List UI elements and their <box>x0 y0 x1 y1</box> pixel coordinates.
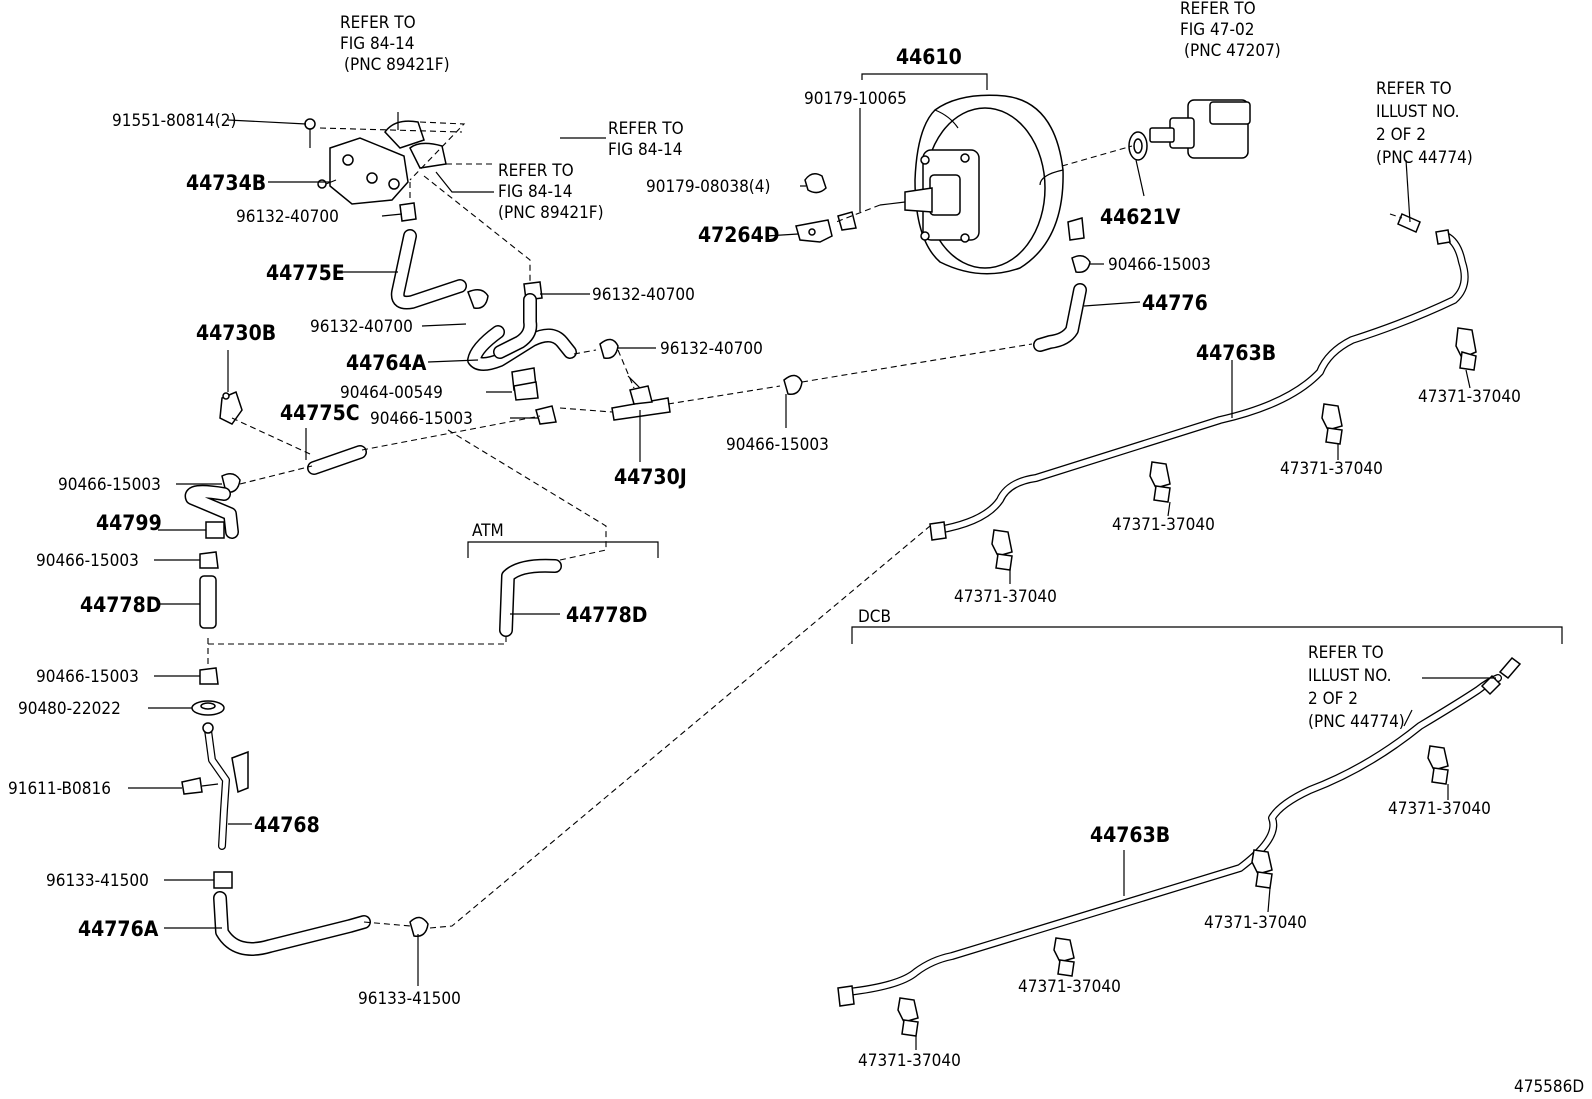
label-44730j: 44730J <box>614 465 687 489</box>
label-44763b-b: 44763B <box>1090 823 1170 847</box>
label-90466-15003-e: 90466-15003 <box>36 551 139 571</box>
label-96133-41500-b: 96133-41500 <box>358 989 461 1009</box>
label-47371-37040-g: 47371-37040 <box>1018 977 1121 997</box>
label-96132-40700-a: 96132-40700 <box>236 207 339 227</box>
label-90480-22022: 90480-22022 <box>18 699 121 719</box>
pipe-44763b-top <box>929 212 1469 541</box>
label-90466-15003-c: 90466-15003 <box>726 435 829 455</box>
label-96133-41500-a: 96133-41500 <box>46 871 149 891</box>
pipe-44763b-dcb <box>837 656 1522 1007</box>
label-44775e: 44775E <box>266 261 345 285</box>
label-47371-37040-b: 47371-37040 <box>1280 459 1383 479</box>
connection-lines <box>207 121 1403 929</box>
clamps-center <box>511 367 557 425</box>
label-44776a: 44776A <box>78 917 159 941</box>
group-label-atm: ATM <box>472 521 504 541</box>
label-47371-37040-e: 47371-37040 <box>1388 799 1491 819</box>
label-47371-37040-a: 47371-37040 <box>1418 387 1521 407</box>
brake-booster <box>879 94 1085 275</box>
label-47371-37040-f: 47371-37040 <box>1204 913 1307 933</box>
label-44778d-b: 44778D <box>566 603 647 627</box>
label-44768: 44768 <box>254 813 320 837</box>
label-44799: 44799 <box>96 511 162 535</box>
label-47371-37040-c: 47371-37040 <box>1112 515 1215 535</box>
label-90464-00549: 90464-00549 <box>340 383 443 403</box>
label-44778d-a: 44778D <box>80 593 161 617</box>
master-cylinder <box>1128 99 1251 161</box>
label-44621v: 44621V <box>1100 205 1181 229</box>
label-90466-15003-f: 90466-15003 <box>36 667 139 687</box>
group-brackets <box>467 541 1563 644</box>
label-44610: 44610 <box>896 45 962 69</box>
label-96132-40700-d: 96132-40700 <box>660 339 763 359</box>
label-44775c: 44775C <box>280 401 360 425</box>
label-44776: 44776 <box>1142 291 1208 315</box>
label-91611-b0816: 91611-B0816 <box>8 779 111 799</box>
group-label-dcb: DCB <box>858 607 891 627</box>
pipe-44768 <box>181 722 249 889</box>
drawing-id: 475586D <box>1514 1077 1584 1097</box>
leader-lines <box>128 73 1496 1050</box>
label-47371-37040-h: 47371-37040 <box>858 1051 961 1071</box>
booster-small-parts <box>795 173 1091 274</box>
bracket-44734b <box>304 118 447 222</box>
label-96132-40700-b: 96132-40700 <box>592 285 695 305</box>
tee-44730j <box>611 375 671 421</box>
label-90466-15003-a: 90466-15003 <box>1108 255 1211 275</box>
label-90466-15003-b: 90466-15003 <box>370 409 473 429</box>
clamp-44730b <box>219 390 243 425</box>
label-90179-10065: 90179-10065 <box>804 89 907 109</box>
label-47264d: 47264D <box>698 223 779 247</box>
label-44734b: 44734B <box>186 171 266 195</box>
label-47371-37040-d: 47371-37040 <box>954 587 1057 607</box>
pipe-clips <box>897 327 1477 1037</box>
label-90179-08038: 90179-08038(4) <box>646 177 770 197</box>
label-96132-40700-c: 96132-40700 <box>310 317 413 337</box>
label-91551-80814: 91551-80814(2) <box>112 111 236 131</box>
label-90466-15003-d: 90466-15003 <box>58 475 161 495</box>
label-44730b: 44730B <box>196 321 276 345</box>
label-44763b-a: 44763B <box>1196 341 1276 365</box>
hose-44778d-straight <box>199 575 217 629</box>
label-44764a: 44764A <box>346 351 427 375</box>
